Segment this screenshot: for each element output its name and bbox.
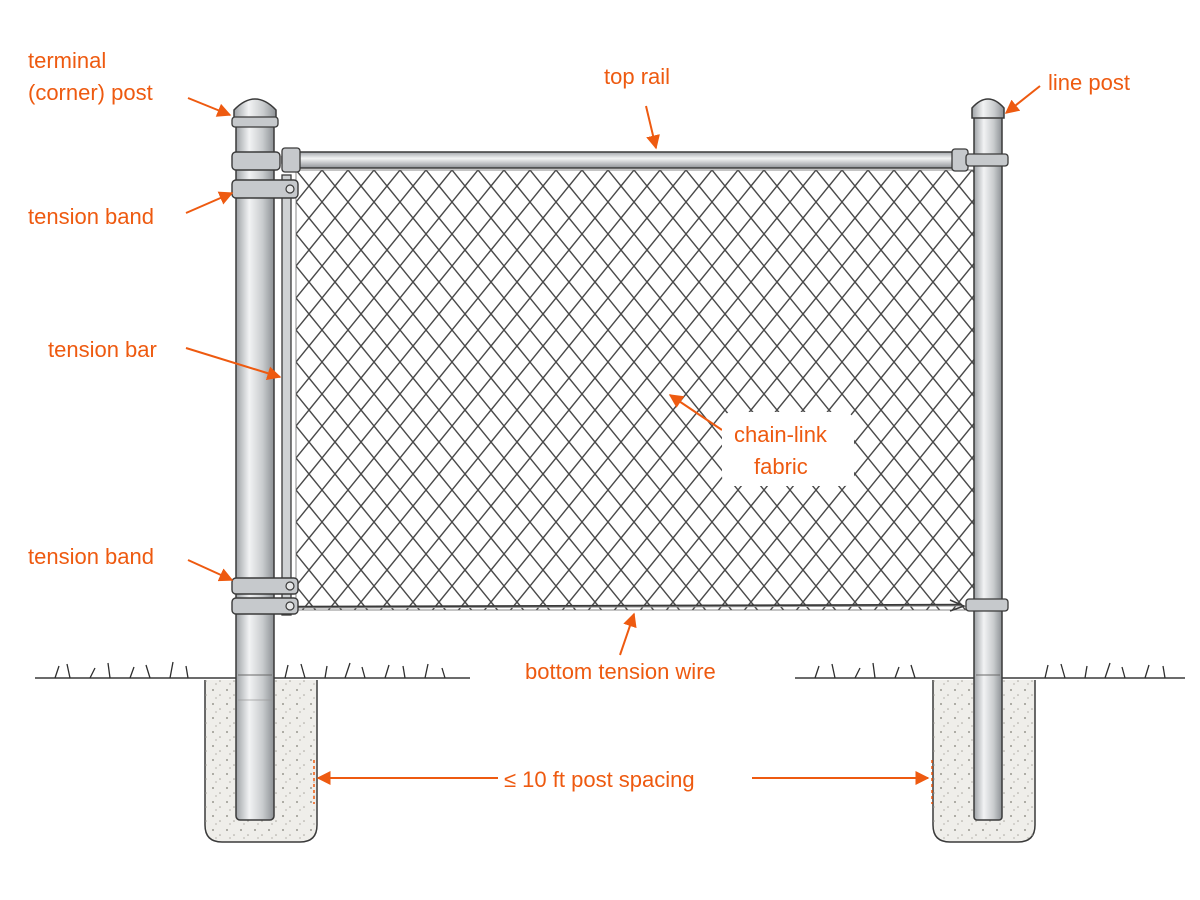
- arrow-tension-band-bottom: [187, 559, 234, 582]
- annotation-arrows: [185, 85, 1041, 804]
- chain-link-fabric: [295, 169, 975, 611]
- tension-band-top: [231, 179, 299, 199]
- arrow-tension-bar: [185, 347, 282, 380]
- line-post-band-bottom: [965, 598, 1009, 612]
- label-fabric-line1: chain-link: [734, 422, 828, 447]
- label-tension-band-top: tension band: [28, 204, 154, 229]
- arrow-terminal-post: [187, 97, 232, 117]
- arrow-bottom-tension-wire: [619, 612, 637, 656]
- label-bottom-tension-wire: bottom tension wire: [525, 659, 716, 684]
- label-terminal-post-line2: (corner) post: [28, 80, 153, 105]
- label-line-post: line post: [1048, 70, 1130, 95]
- label-post-spacing: ≤ 10 ft post spacing: [504, 767, 695, 792]
- label-tension-band-bottom: tension band: [28, 544, 154, 569]
- arrow-fabric: [668, 394, 723, 431]
- tension-bar: [281, 174, 292, 616]
- arrow-tension-band-top: [185, 191, 234, 214]
- arrow-top-rail: [645, 105, 660, 150]
- line-post-cap: [971, 98, 1005, 119]
- fabric-label-backing: [722, 412, 854, 486]
- label-fabric-line2: fabric: [754, 454, 808, 479]
- bottom-tension-wire: [295, 599, 967, 612]
- brace-band-top: [231, 151, 281, 171]
- label-terminal-post-line1: terminal: [28, 48, 106, 73]
- top-rail: [281, 147, 1009, 173]
- terminal-post: [235, 114, 275, 821]
- tension-band-bottom: [231, 577, 299, 615]
- arrow-line-post: [1004, 85, 1041, 114]
- line-post: [973, 114, 1003, 821]
- terminal-post-cap: [231, 98, 279, 128]
- label-tension-bar: tension bar: [48, 337, 157, 362]
- label-top-rail: top rail: [604, 64, 670, 89]
